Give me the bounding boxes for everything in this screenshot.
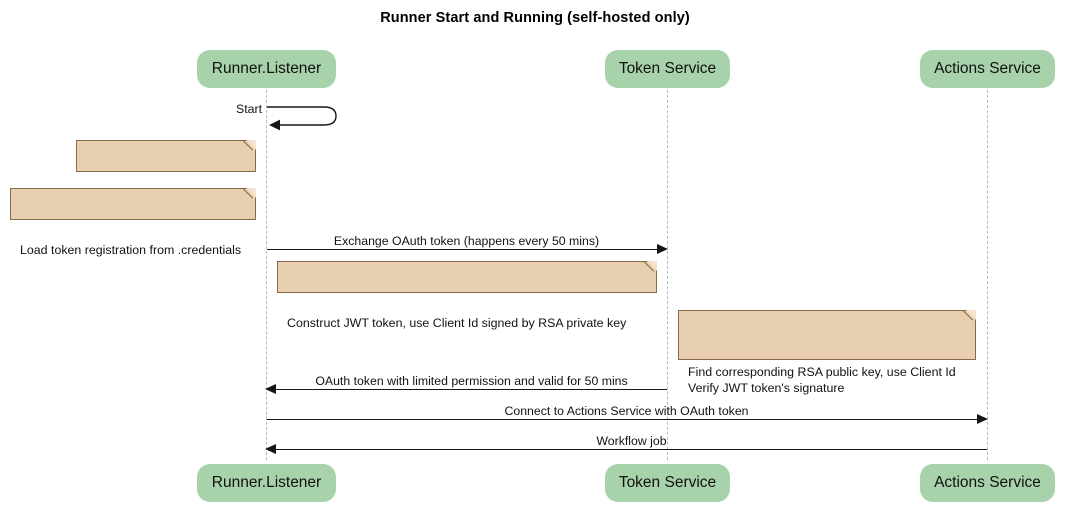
note-fold-line-icon <box>962 310 976 324</box>
participant-runner-bottom[interactable]: Runner.Listener <box>197 464 336 502</box>
lifeline-token <box>667 90 668 460</box>
note-construct-jwt: Construct JWT token, use Client Id signe… <box>277 261 657 330</box>
participant-label: Runner.Listener <box>211 60 322 77</box>
message-label-start: Start <box>236 102 262 116</box>
message-arrow-exchange-oauth[interactable] <box>267 249 659 250</box>
participant-label: Runner.Listener <box>211 474 322 491</box>
message-arrow-oauth-token-return[interactable] <box>275 389 667 390</box>
message-arrow-workflow-job[interactable] <box>275 449 987 450</box>
participant-token-top[interactable]: Token Service <box>605 50 730 88</box>
note-fold-line-icon <box>242 188 256 202</box>
note-load-config: Load config info from .runner <box>76 140 256 209</box>
message-label-connect-actions: Connect to Actions Service with OAuth to… <box>504 404 749 418</box>
note-text: Find corresponding RSA public key, use C… <box>688 365 956 395</box>
participant-token-bottom[interactable]: Token Service <box>605 464 730 502</box>
lifeline-runner <box>266 90 267 460</box>
message-label-oauth-token-return: OAuth token with limited permission and … <box>315 374 628 388</box>
arrowhead-right-icon <box>657 244 668 254</box>
participant-runner-top[interactable]: Runner.Listener <box>197 50 336 88</box>
message-label-workflow-job: Workflow job <box>596 434 667 448</box>
message-label-exchange-oauth: Exchange OAuth token (happens every 50 m… <box>333 234 600 248</box>
participant-label: Actions Service <box>934 474 1041 491</box>
note-text: Construct JWT token, use Client Id signe… <box>287 316 627 330</box>
note-fold-line-icon <box>643 261 657 275</box>
note-fold-line-icon <box>242 140 256 154</box>
arrowhead-right-icon <box>977 414 988 424</box>
message-arrow-start[interactable] <box>266 103 346 131</box>
participant-label: Token Service <box>618 474 717 491</box>
participant-actions-top[interactable]: Actions Service <box>920 50 1055 88</box>
message-arrow-connect-actions[interactable] <box>267 419 979 420</box>
note-load-token-registration: Load token registration from .credential… <box>10 188 256 257</box>
note-text: Load token registration from .credential… <box>20 243 242 257</box>
participant-label: Token Service <box>618 60 717 77</box>
lifeline-actions <box>987 90 988 460</box>
note-verify-jwt: Find corresponding RSA public key, use C… <box>678 310 976 395</box>
page-title: Runner Start and Running (self-hosted on… <box>380 10 690 26</box>
participant-actions-bottom[interactable]: Actions Service <box>920 464 1055 502</box>
participant-label: Actions Service <box>934 60 1041 77</box>
arrowhead-left-icon <box>265 384 276 394</box>
arrowhead-left-icon <box>265 444 276 454</box>
